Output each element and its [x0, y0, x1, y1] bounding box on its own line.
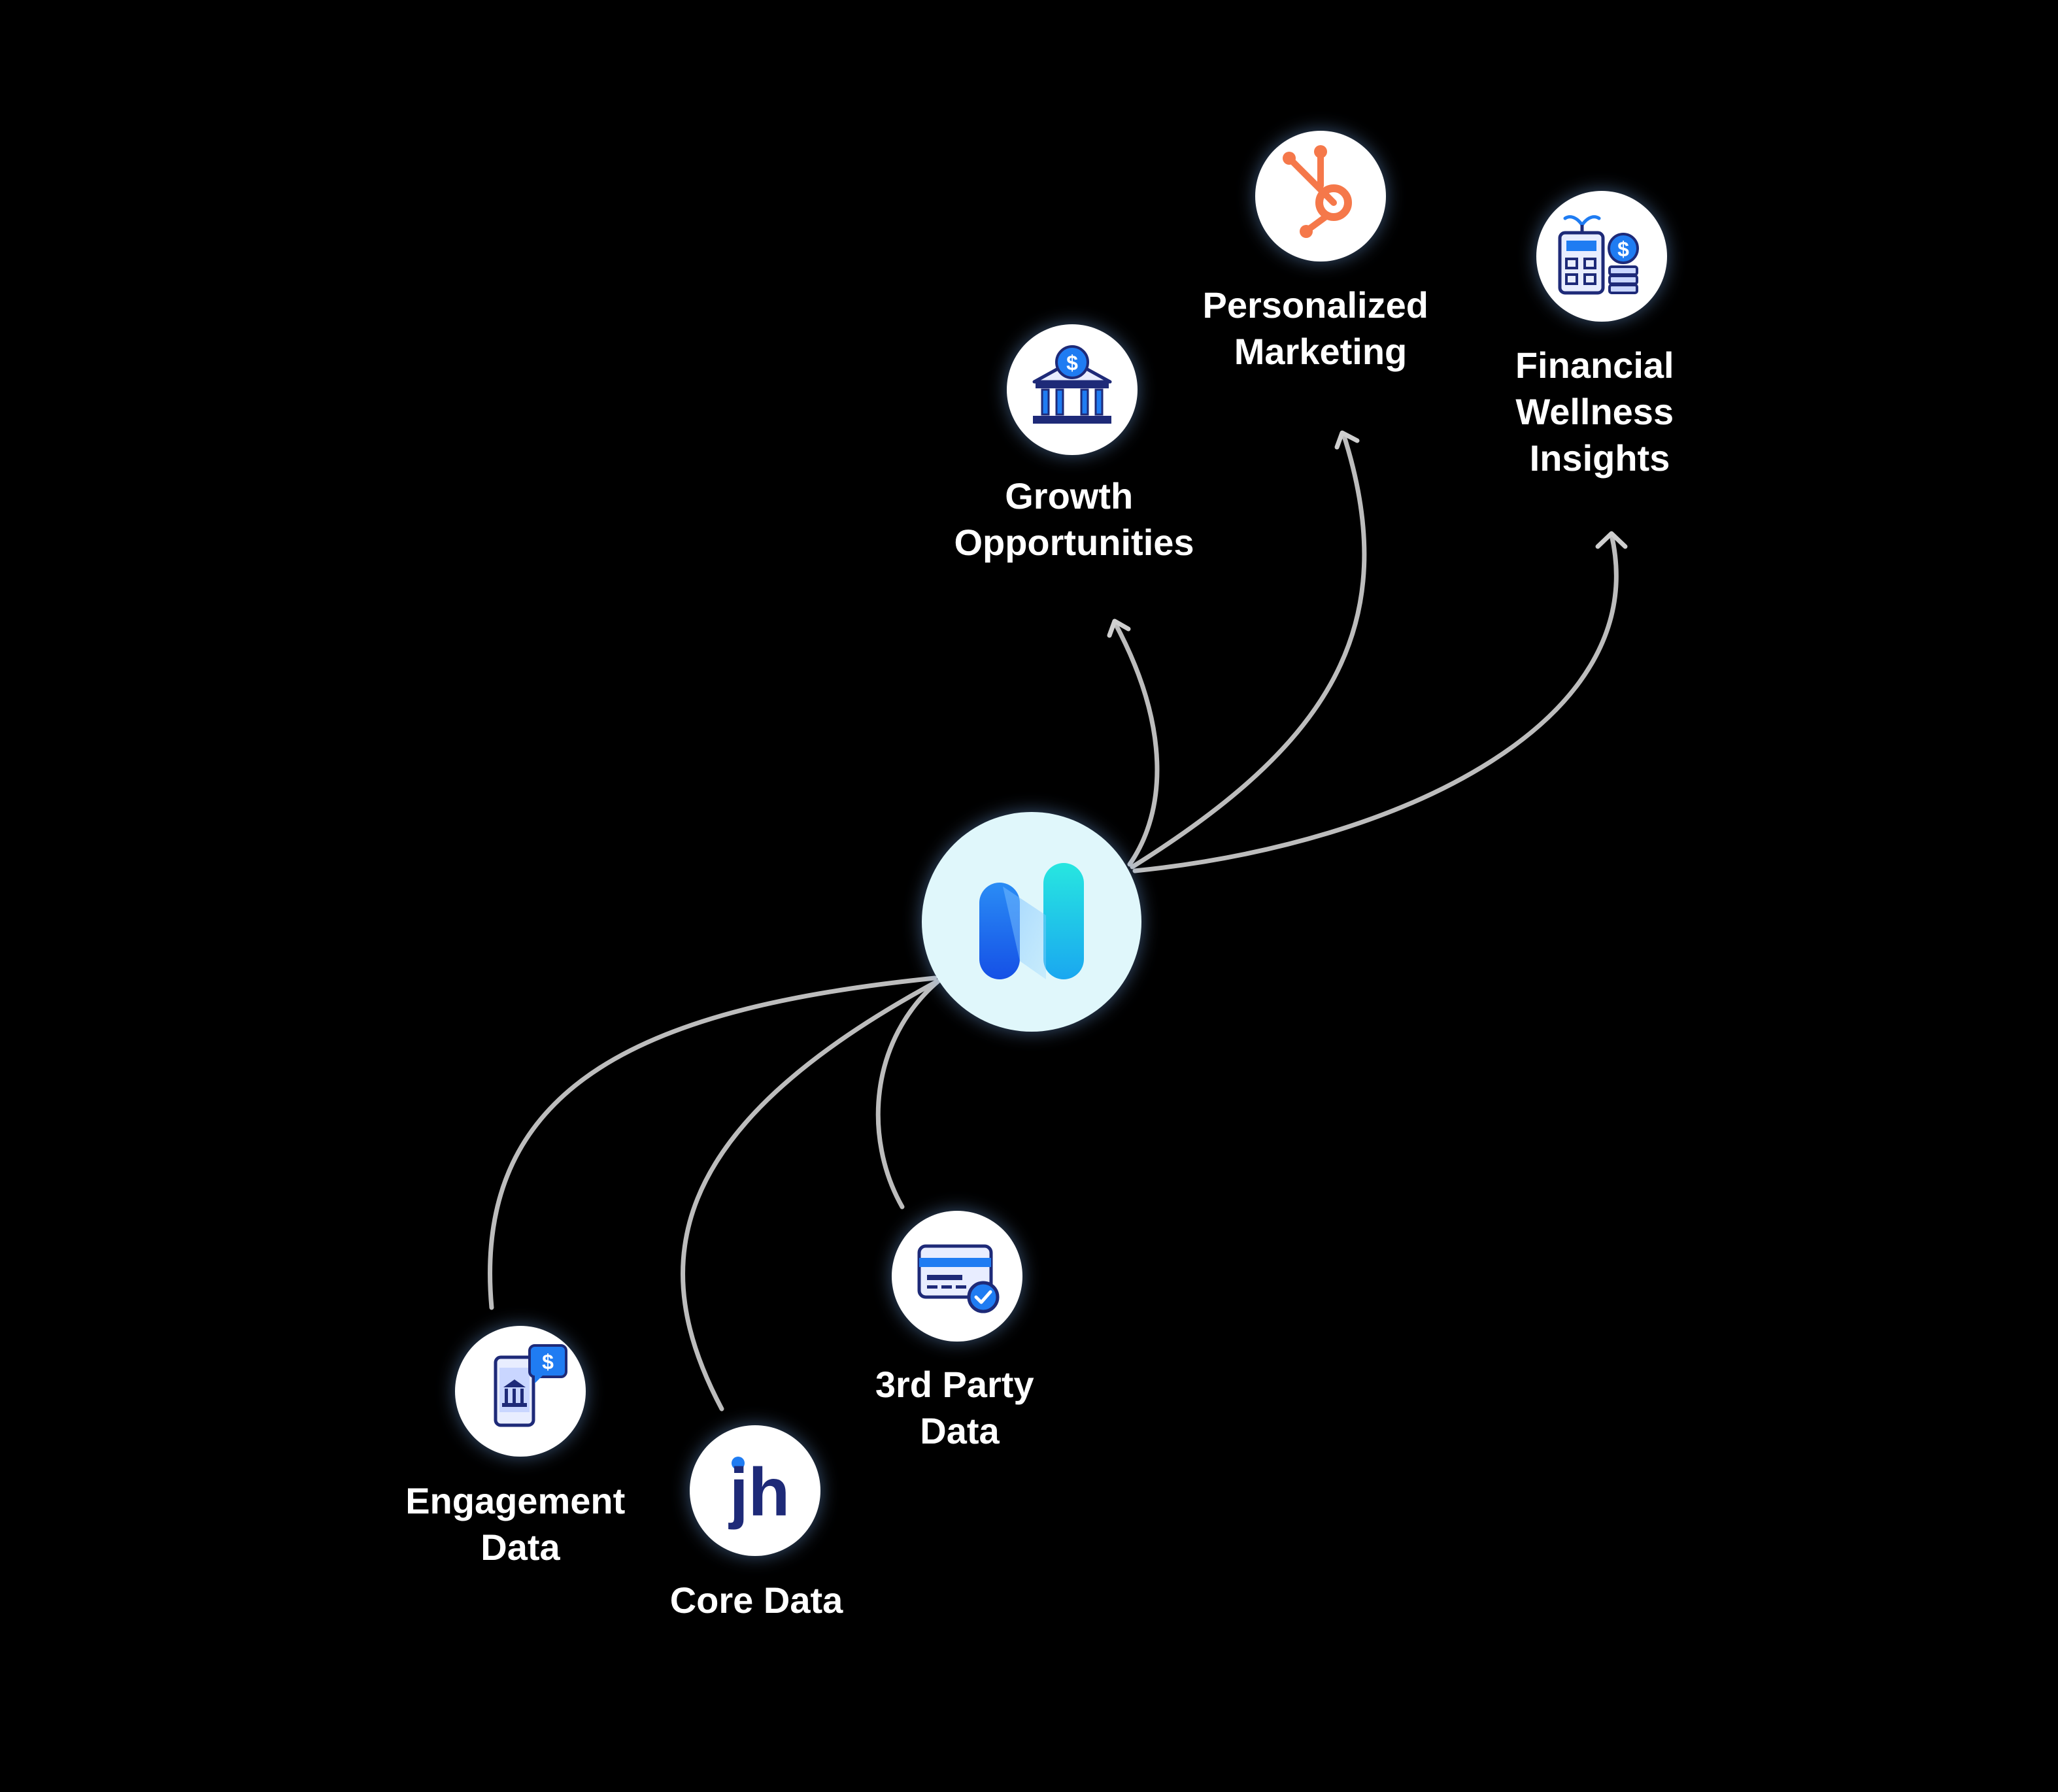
- financial-label-line-1: Financial: [1515, 345, 1674, 386]
- node-growth: $ Growth Opportunities: [954, 324, 1194, 563]
- engagement-label-line-1: Engagement: [405, 1480, 625, 1521]
- arrowhead-marketing: [1334, 430, 1360, 450]
- node-financial: $ Financial Wellness Insights: [1515, 191, 1684, 479]
- node-third-party: 3rd Party Data: [875, 1211, 1044, 1451]
- bank-dollar-icon: $: [1032, 345, 1112, 424]
- growth-label: Growth Opportunities: [954, 475, 1194, 563]
- node-engagement: $ Engagement Data: [405, 1326, 635, 1568]
- calculator-coins-icon: $: [1558, 215, 1639, 295]
- connector-third-party: [875, 978, 941, 1209]
- core-label: Core Data: [670, 1580, 843, 1621]
- third-party-label: 3rd Party Data: [875, 1364, 1044, 1451]
- jh-logo-icon: jh: [728, 1455, 790, 1530]
- jh-logo-dot: [732, 1457, 745, 1470]
- connector-core: [681, 979, 939, 1412]
- node-core: jh Core Data: [670, 1425, 843, 1621]
- svg-text:$: $: [1066, 351, 1078, 375]
- credit-card-check-icon: [917, 1244, 1000, 1313]
- marketing-label-line-2: Marketing: [1234, 331, 1408, 372]
- third-party-label-line-2: Data: [920, 1410, 1000, 1451]
- node-marketing: Personalized Marketing: [1202, 131, 1438, 372]
- output-connectors: [1107, 430, 1628, 873]
- hub-node: [922, 812, 1141, 1032]
- growth-label-line-1: Growth: [1005, 475, 1133, 516]
- core-label-line-1: Core Data: [670, 1580, 843, 1621]
- marketing-label-line-1: Personalized: [1202, 284, 1428, 326]
- financial-label: Financial Wellness Insights: [1515, 345, 1684, 479]
- n-logo-icon: [979, 863, 1084, 979]
- marketing-label: Personalized Marketing: [1202, 284, 1438, 372]
- svg-text:$: $: [542, 1350, 554, 1374]
- input-connectors: [488, 975, 941, 1412]
- engagement-label: Engagement Data: [405, 1480, 635, 1568]
- arrowhead-financial: [1595, 531, 1628, 549]
- core-circle: [690, 1425, 820, 1556]
- connector-growth: [1112, 620, 1160, 867]
- financial-label-line-3: Insights: [1530, 437, 1670, 479]
- connector-marketing: [1130, 431, 1367, 870]
- growth-label-line-2: Opportunities: [954, 522, 1194, 563]
- arrowhead-growth: [1107, 618, 1131, 638]
- financial-label-line-2: Wellness: [1515, 391, 1674, 432]
- connector-engagement: [488, 975, 937, 1310]
- svg-text:$: $: [1617, 237, 1629, 261]
- mobile-banking-icon: $: [494, 1344, 567, 1427]
- hubspot-icon: [1283, 145, 1352, 238]
- third-party-label-line-1: 3rd Party: [875, 1364, 1034, 1405]
- engagement-label-line-2: Data: [481, 1527, 560, 1568]
- connector-financial: [1132, 532, 1619, 873]
- growth-circle: [1007, 324, 1138, 455]
